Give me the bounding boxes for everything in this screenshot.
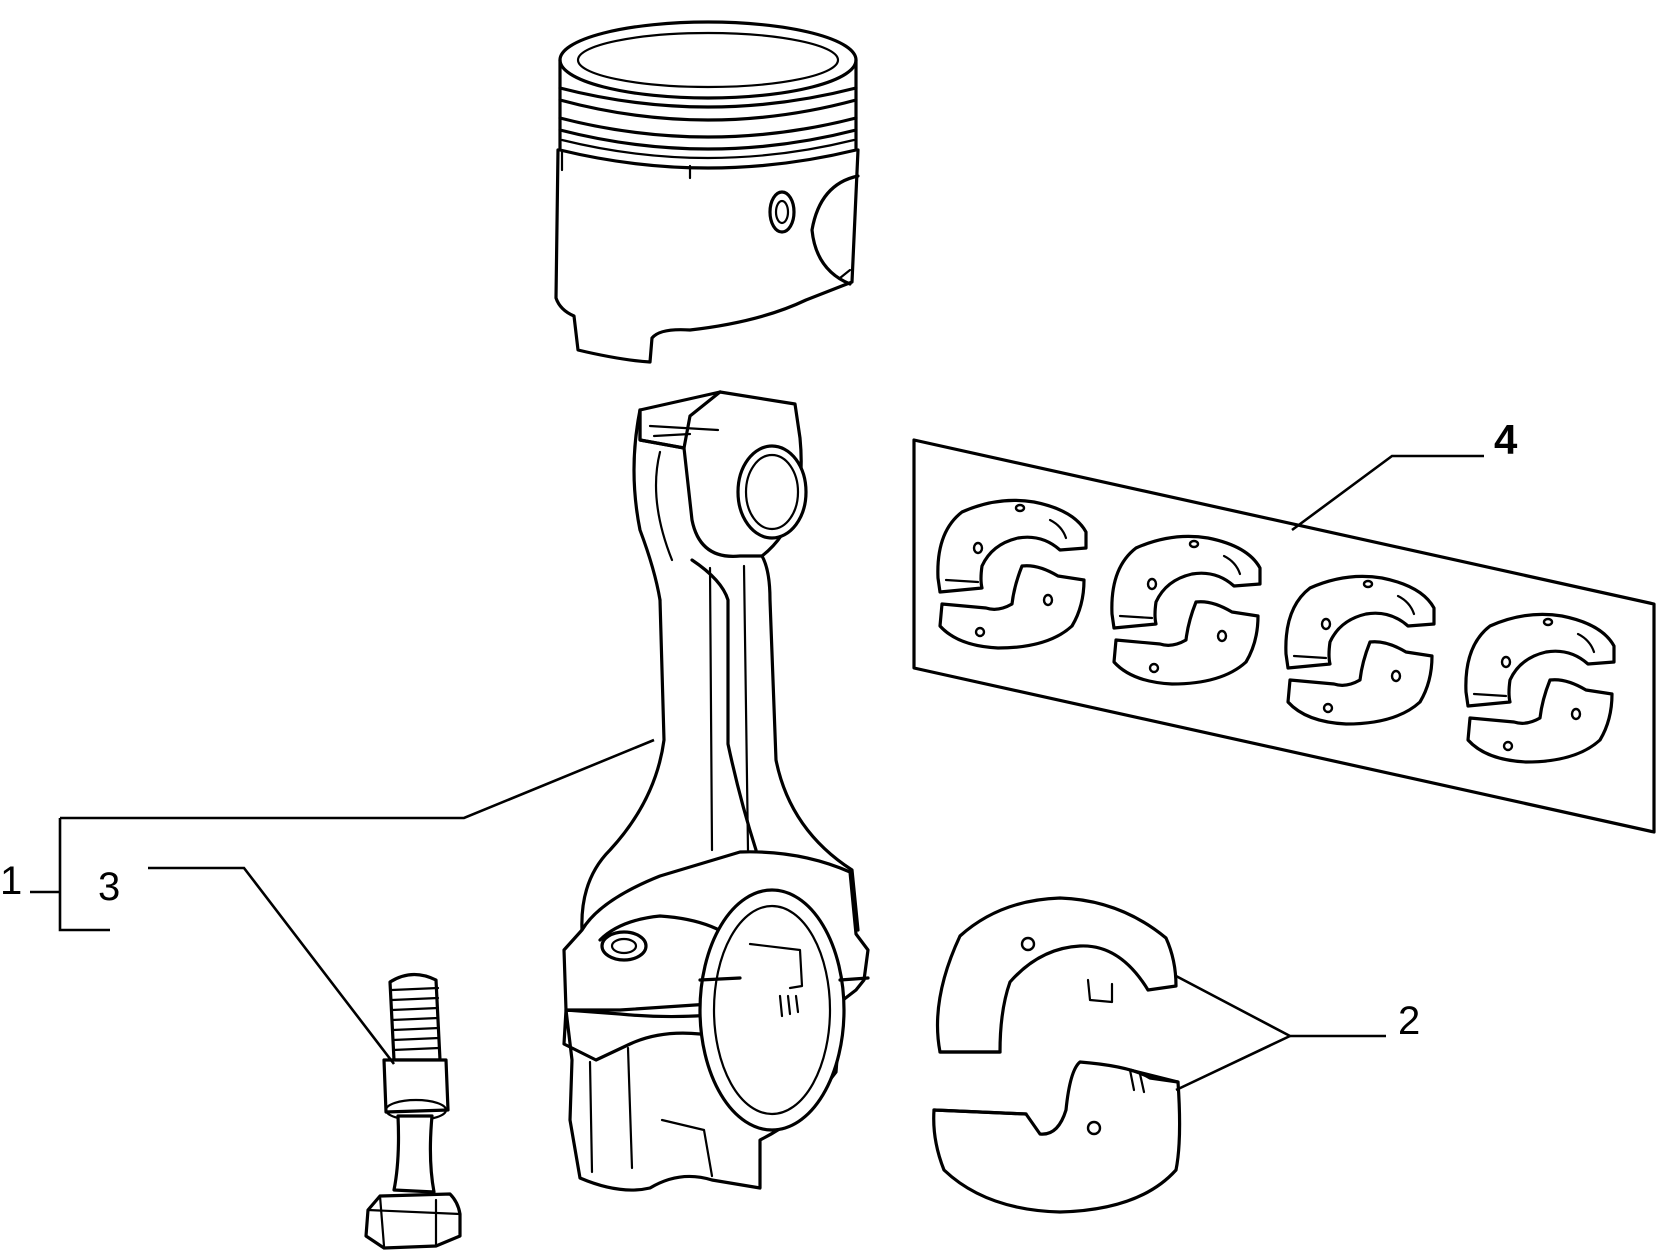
bearing-set-item-4 <box>1464 612 1616 764</box>
leader-lines <box>30 454 1484 1092</box>
bearing-set-panel <box>912 438 1656 834</box>
bearing-set-item-2 <box>1110 534 1262 686</box>
bearing-set-item-1 <box>936 498 1088 650</box>
callout-3: 3 <box>98 865 120 909</box>
callout-4: 4 <box>1494 416 1518 463</box>
cap-bolt <box>364 972 462 1250</box>
bearing-shell-pair <box>932 896 1182 1214</box>
connecting-rod <box>562 390 870 1192</box>
callout-2: 2 <box>1398 999 1420 1043</box>
bearing-set-item-3 <box>1284 574 1436 726</box>
piston <box>554 20 860 364</box>
callout-1: 1 <box>0 859 22 903</box>
